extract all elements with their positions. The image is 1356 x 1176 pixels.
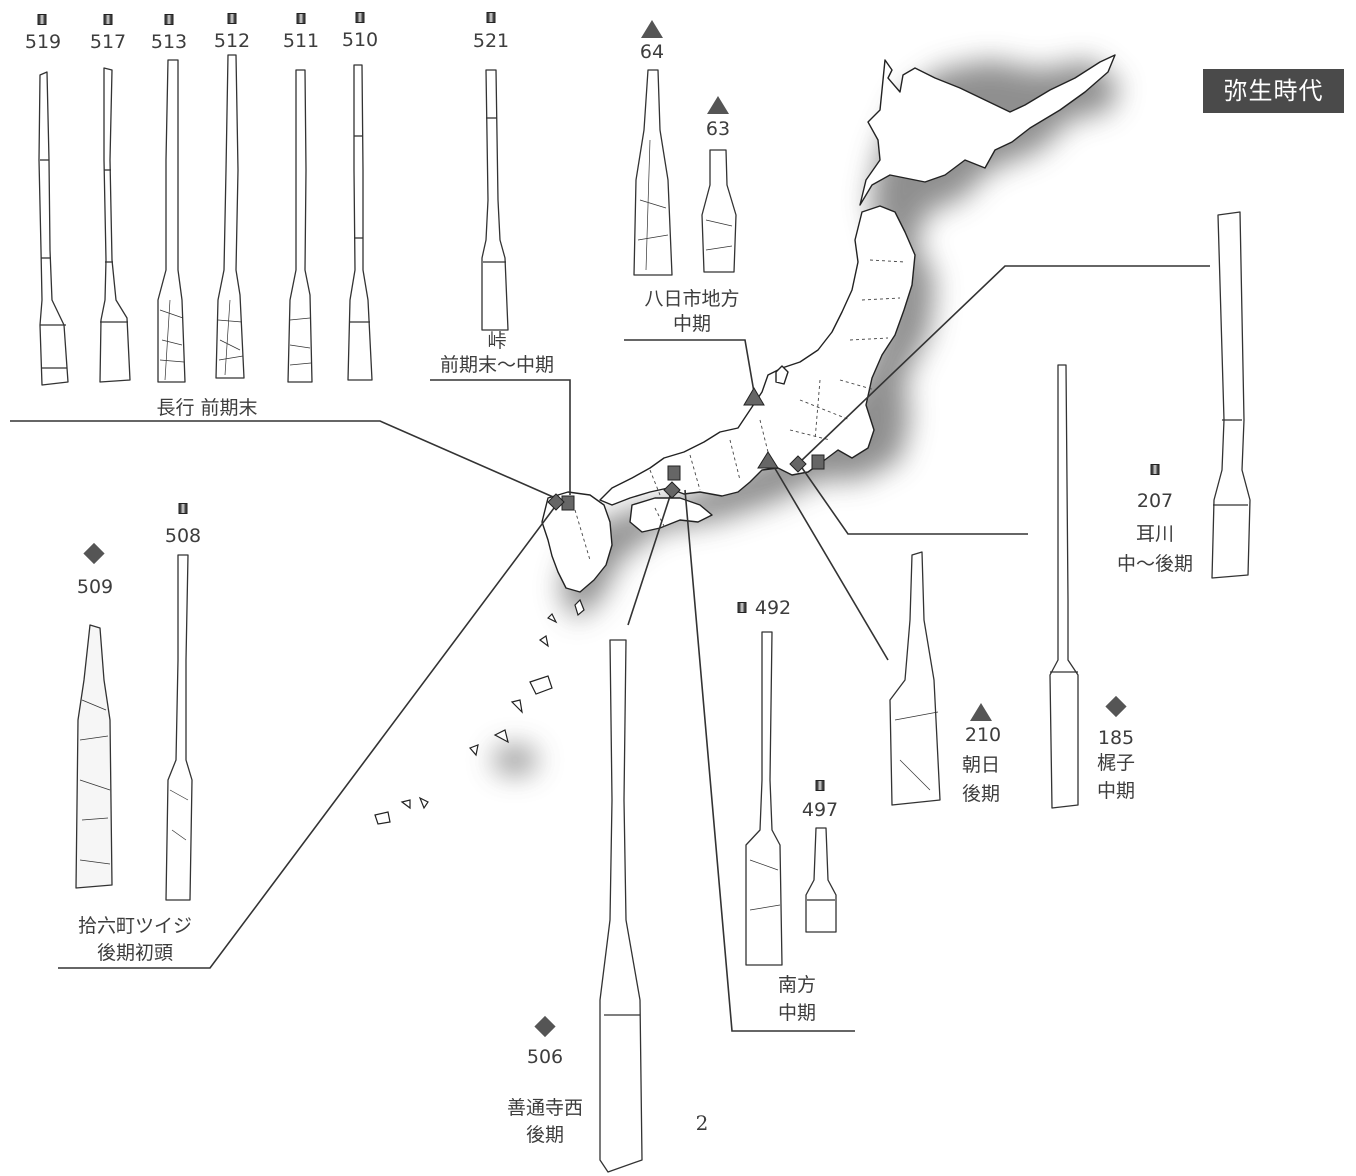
artifact-number-508: 508 [164,525,202,547]
map-triangle-marker-asahi [757,451,779,469]
artifact-509-drawing [75,624,113,889]
period-label-badge: 弥生時代 [1203,69,1344,113]
artifact-number-517: 517 [89,31,127,53]
artifact-63-drawing [701,149,737,273]
site-period-zentsuji: 後期 [525,1124,565,1146]
site-name-juroku: 拾六町ツイジ [77,915,193,937]
japan-map [541,54,1116,593]
artifact-number-207: 207 [1136,490,1174,512]
triangle-marker-icon [970,703,992,721]
ryukyu-islands [374,598,585,825]
artifact-number-519: 519 [24,31,62,53]
artifact-number-513: 513 [150,31,188,53]
prefecture-boundaries [574,259,906,561]
artifact-number-512: 512 [213,30,251,52]
artifact-drawings [38,54,1251,1173]
leader-yokaichi [624,339,756,399]
leader-nagayuki [10,420,561,501]
artifact-64-drawing [633,69,673,276]
map-square-marker-nagayuki [561,495,575,511]
square-marker-icon [178,503,188,514]
kyushu-island [541,491,613,593]
map-square-marker-mimikawa [811,454,825,470]
artifact-506-drawing [599,639,643,1173]
square-marker-icon [164,14,174,25]
page-number: 2 [695,1111,709,1135]
square-marker-icon [37,14,47,25]
artifact-517-drawing [99,67,131,383]
square-marker-icon [486,12,496,23]
site-period-asahi: 後期 [961,783,1001,805]
artifact-512-drawing [215,54,245,379]
japan-map-shadow [493,60,1120,774]
leader-zentsuji [627,489,673,626]
artifact-number-506: 506 [526,1046,564,1068]
artifact-number-185: 185 [1097,727,1135,749]
map-diamond-marker-kajiko [789,455,807,473]
artifact-492-drawing [745,631,783,966]
site-name-touge: 峠 [487,330,507,352]
sado-island [775,365,789,385]
artifact-number-497: 497 [801,799,839,821]
square-marker-icon [355,12,365,23]
leader-touge [430,379,571,495]
artifact-519-drawing [38,71,69,386]
map-triangle-marker-yokaichi [743,387,765,406]
artifact-number-63: 63 [705,118,731,140]
square-marker-icon [227,13,237,24]
site-name-kajiko: 梶子 [1096,752,1136,774]
hokkaido-island [859,54,1116,206]
site-name-mimikawa: 耳川 [1135,523,1175,545]
site-period-touge: 前期末〜中期 [439,354,555,376]
artifact-210-drawing [889,551,941,806]
leader-juroku [58,499,561,969]
artifact-185-drawing [1049,364,1079,809]
square-marker-icon [103,14,113,25]
artifact-number-521: 521 [472,30,510,52]
artifact-number-64: 64 [639,41,665,63]
square-marker-icon [815,780,825,791]
square-marker-icon [737,602,747,613]
leader-asahi [769,459,889,661]
triangle-marker-icon [707,96,729,114]
map-diamond-marker-zentsuji [663,481,681,499]
leader-kajiko [799,464,1028,535]
square-marker-icon [296,13,306,24]
leader-minamikata [684,489,855,1032]
artifact-510-drawing [347,64,373,381]
artifact-number-210: 210 [964,724,1002,746]
artifact-207-drawing [1211,211,1251,579]
site-period-juroku: 後期初頭 [96,942,174,964]
map-location-markers [547,387,825,511]
artifact-511-drawing [287,69,313,383]
artifact-508-drawing [165,554,193,901]
artifact-number-511: 511 [282,30,320,52]
site-period-mimikawa: 中〜後期 [1116,553,1194,575]
map-diamond-marker-juroku [547,493,565,511]
artifact-number-492: 492 [754,597,792,619]
site-name-minamikata: 南方 [777,974,817,996]
triangle-marker-icon [641,20,663,38]
site-period-yokaichi: 中期 [672,313,712,335]
site-name-yokaichi: 八日市地方 [644,288,740,310]
site-label-nagayuki: 長行 前期末 [156,397,258,419]
leader-mimikawa [799,265,1210,463]
square-marker-icon [1150,464,1160,475]
site-name-asahi: 朝日 [961,754,1001,776]
artifact-number-510: 510 [341,29,379,51]
artifact-521-drawing [481,69,509,331]
leader-lines [10,265,1210,1032]
artifact-497-drawing [805,827,837,933]
site-period-kajiko: 中期 [1096,780,1136,802]
map-square-marker-minamikata [667,465,681,481]
site-period-minamikata: 中期 [777,1002,817,1024]
artifact-number-509: 509 [76,576,114,598]
artifact-513-drawing [157,59,186,383]
site-name-zentsuji: 善通寺西 [506,1097,584,1119]
